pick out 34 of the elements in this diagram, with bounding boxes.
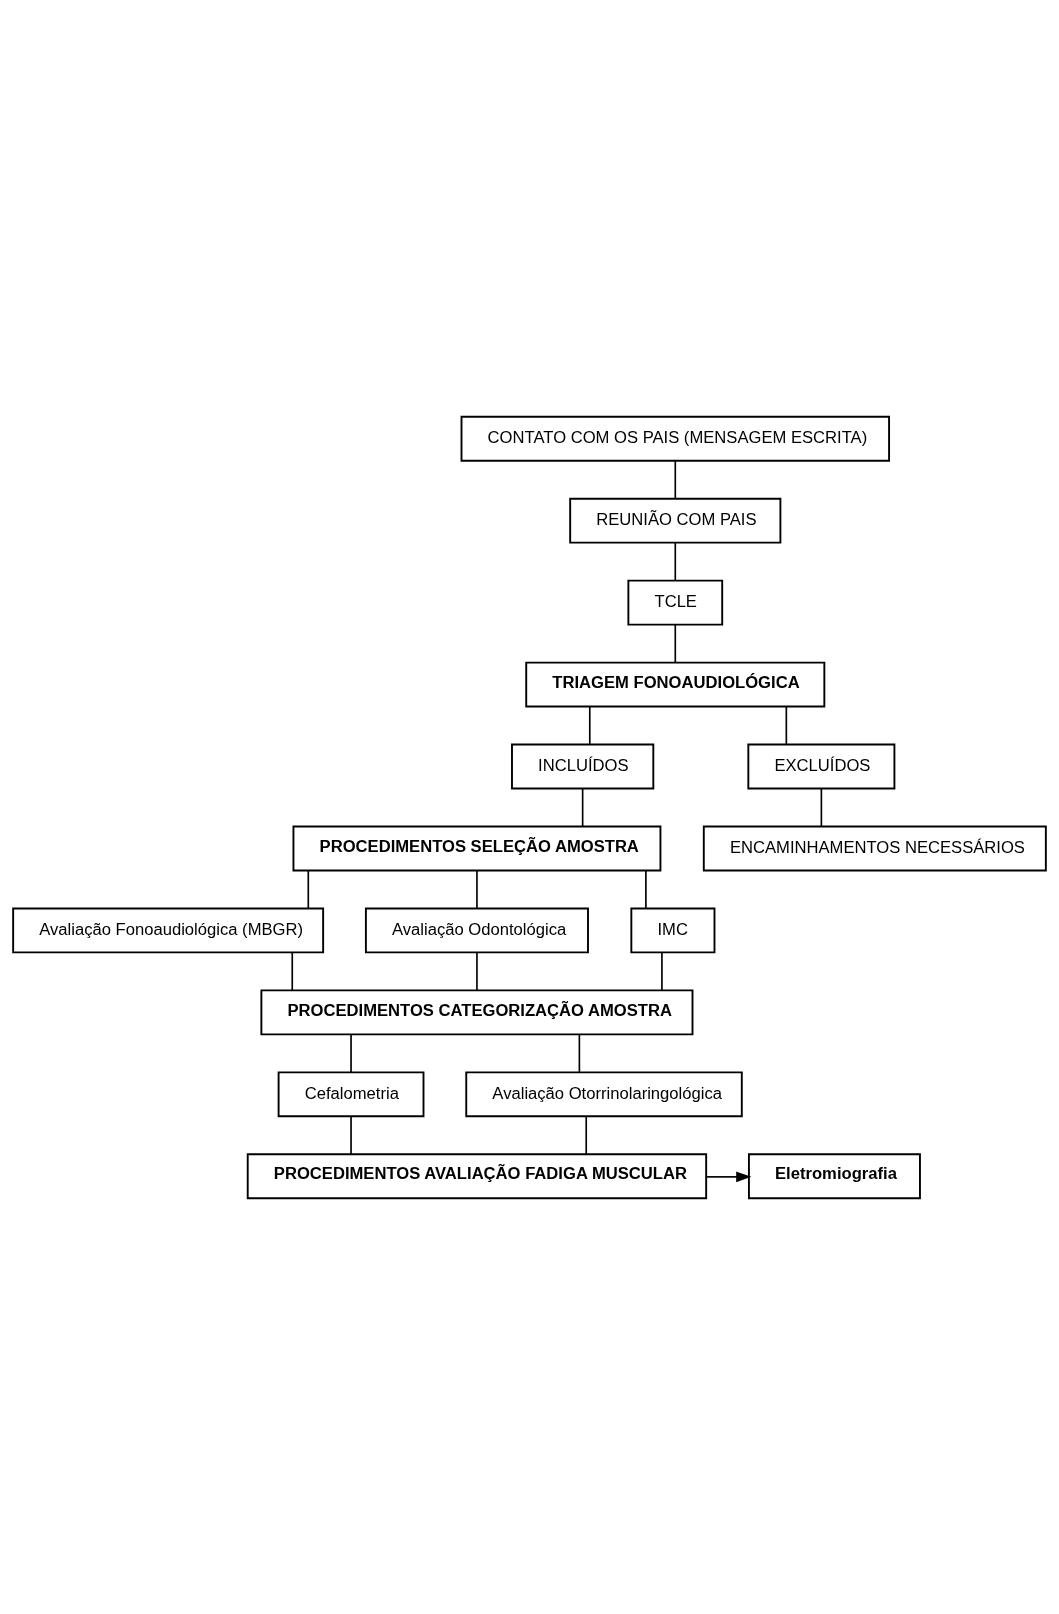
connector: [674, 623, 677, 663]
node-box: Avaliação Otorrinolaringológica: [465, 1070, 743, 1117]
connector: [661, 951, 663, 991]
node-box: Cefalometria: [277, 1070, 425, 1117]
connector: [291, 951, 294, 991]
connector: [585, 1115, 588, 1155]
node-box: Avaliação Fonoaudiológica (MBGR): [12, 907, 325, 953]
connector: [645, 869, 647, 909]
node-box: EXCLUÍDOS: [747, 743, 896, 789]
connector: [350, 1033, 352, 1073]
connector: [588, 705, 591, 745]
connector: [674, 541, 677, 581]
node-box: Avaliação Odontológica: [364, 907, 589, 953]
node-box: PROCEDIMENTOS SELEÇÃO AMOSTRA: [292, 825, 662, 871]
node-box: INCLUÍDOS: [511, 743, 655, 789]
connector: [476, 951, 478, 991]
connector: [476, 869, 478, 909]
node-box: ENCAMINHAMENTOS NECESSÁRIOS: [702, 825, 1047, 871]
connector: [674, 459, 677, 499]
node-box: Eletromiografia: [747, 1152, 921, 1199]
node-box: IMC: [630, 907, 716, 953]
node-box: TCLE: [627, 579, 724, 626]
connector: [581, 787, 584, 827]
connector: [307, 869, 310, 909]
node-box: REUNIÃO COM PAIS: [569, 497, 782, 544]
connector: [785, 705, 788, 745]
connector: [820, 787, 823, 827]
connector: [350, 1115, 352, 1155]
connector: [578, 1033, 581, 1073]
node-box: PROCEDIMENTOS CATEGORIZAÇÃO AMOSTRA: [260, 988, 694, 1035]
node-box: TRIAGEM FONOAUDIOLÓGICA: [525, 661, 826, 707]
arrow: [705, 1171, 752, 1182]
node-box: CONTATO COM OS PAIS (MENSAGEM ESCRITA): [460, 415, 891, 462]
node-box: PROCEDIMENTOS AVALIAÇÃO FADIGA MUSCULAR: [246, 1152, 708, 1199]
